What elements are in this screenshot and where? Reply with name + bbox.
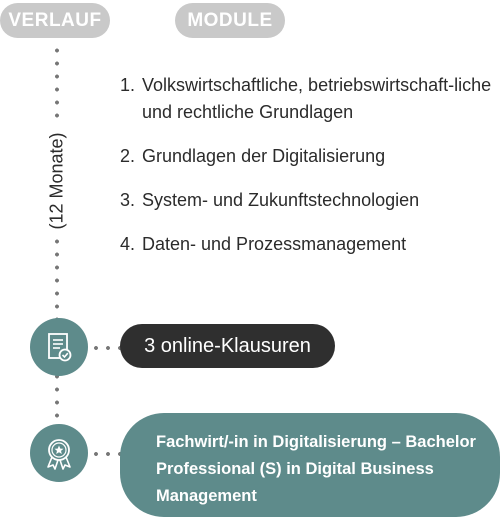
module-item-3: 3. System- und Zukunftstechnologien xyxy=(120,187,500,214)
module-list: 1. Volkswirtschaftliche, betriebswirtsch… xyxy=(120,72,500,275)
exam-connector-dots xyxy=(90,346,122,350)
module-item-4: 4. Daten- und Prozessmanagement xyxy=(120,231,500,258)
module-text: Grundlagen der Digitalisierung xyxy=(142,146,386,166)
module-number: 3. xyxy=(120,190,136,210)
module-number: 1. xyxy=(120,75,136,95)
verlauf-pill: VERLAUF xyxy=(0,3,110,38)
document-check-icon xyxy=(30,318,88,376)
degree-label: Fachwirt/-in in Digitalisierung – Bachel… xyxy=(156,433,476,505)
module-text: System- und Zukunftstechnologien xyxy=(142,190,420,210)
exam-pill: 3 online-Klausuren xyxy=(120,324,335,368)
verlauf-label: VERLAUF xyxy=(8,9,102,31)
module-item-2: 2. Grundlagen der Digitalisierung xyxy=(120,143,500,170)
timeline-dots-lower xyxy=(55,370,59,425)
duration-label: (12 Monate) xyxy=(46,132,67,230)
module-label: MODULE xyxy=(187,9,273,31)
timeline-dots-top xyxy=(55,44,59,124)
module-text: Daten- und Prozessmanagement xyxy=(142,234,407,254)
module-number: 4. xyxy=(120,234,136,254)
award-badge-icon xyxy=(30,424,88,482)
degree-box: Fachwirt/-in in Digitalisierung – Bachel… xyxy=(120,413,500,517)
module-number: 2. xyxy=(120,146,136,166)
module-pill: MODULE xyxy=(175,3,285,38)
timeline-dots-middle xyxy=(55,235,59,320)
module-text: Volkswirtschaftliche, betriebswirtschaft… xyxy=(142,75,492,122)
exam-label: 3 online-Klausuren xyxy=(144,334,311,357)
degree-connector-dots xyxy=(90,452,122,456)
module-item-1: 1. Volkswirtschaftliche, betriebswirtsch… xyxy=(120,72,500,126)
